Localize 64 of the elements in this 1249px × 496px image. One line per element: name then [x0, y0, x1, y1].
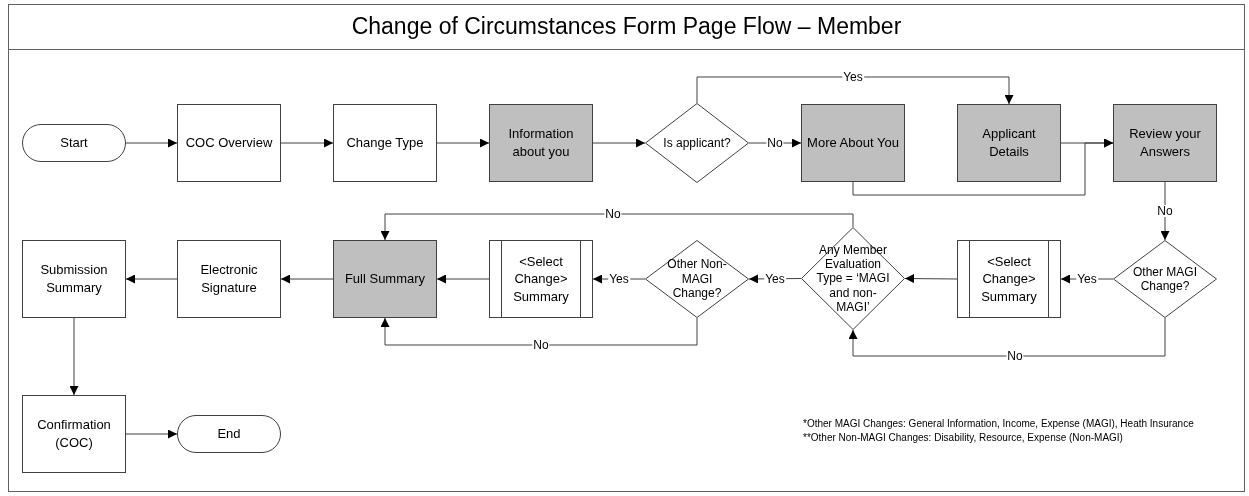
arrow — [1060, 138, 1114, 148]
process-box — [957, 104, 1061, 182]
arrow — [69, 317, 79, 396]
process-box — [22, 240, 126, 318]
subprocess-box — [489, 240, 593, 318]
arrow — [125, 138, 178, 148]
node-text: End — [216, 425, 242, 443]
node-text: Applicant Details — [981, 125, 1037, 161]
node-text: Other Non-MAGI Change? — [666, 257, 728, 301]
arrow — [280, 274, 334, 284]
edge-label: No — [1156, 205, 1174, 217]
arrow — [125, 429, 178, 439]
arrow — [380, 317, 698, 346]
node-text: Electronic Signature — [199, 261, 259, 297]
arrow — [1160, 181, 1170, 241]
subprocess-box — [957, 240, 1061, 318]
process-box — [333, 104, 437, 182]
process-box — [1113, 104, 1217, 182]
arrow — [592, 138, 646, 148]
decision-diamond — [801, 227, 905, 330]
node-text: Change Type — [345, 134, 425, 152]
arrow — [848, 317, 1166, 357]
arrow — [696, 76, 1014, 105]
terminal-shape — [177, 415, 281, 453]
arrow — [280, 138, 334, 148]
node-text: Any Member Evaluation Type = ‘MAGI and non-MAGI’ — [815, 242, 891, 315]
process-box — [333, 240, 437, 318]
decision-diamond — [1113, 240, 1217, 318]
arrow — [380, 213, 854, 241]
decision-diamond — [645, 103, 749, 183]
edge-label: Yes — [764, 273, 786, 285]
edge-label: Yes — [842, 71, 864, 83]
node-text: <Select Change> Summary — [980, 252, 1038, 306]
decision-diamond — [645, 240, 749, 318]
node-text: Information about you — [507, 125, 575, 161]
edge-label: No — [604, 208, 622, 220]
process-box — [801, 104, 905, 182]
arrow — [125, 274, 178, 284]
node-text: Review your Answers — [1128, 125, 1202, 161]
node-text: <Select Change> Summary — [512, 252, 570, 306]
process-box — [489, 104, 593, 182]
node-text: Start — [59, 134, 89, 152]
node-text: Full Summary — [343, 270, 427, 288]
edge-label: Yes — [608, 273, 630, 285]
process-box — [177, 240, 281, 318]
arrow — [436, 274, 490, 284]
process-box — [177, 104, 281, 182]
edge-label: No — [766, 137, 784, 149]
edge-label: Yes — [1076, 273, 1098, 285]
footnote: *Other MAGI Changes: General Information, Income, Expense (MAGI), Heath Insurance — [803, 417, 1194, 431]
node-text: COC Overview — [184, 134, 274, 152]
terminal-shape — [22, 124, 126, 162]
arrow — [436, 138, 490, 148]
node-text: Is applicant? — [662, 135, 732, 151]
edge-label: No — [1006, 350, 1024, 362]
process-box — [22, 395, 126, 473]
node-text: More About You — [806, 134, 900, 152]
footnote: **Other Non-MAGI Changes: Disability, Resource, Expense (Non-MAGI) — [803, 431, 1124, 445]
node-text: Confirmation (COC) — [36, 416, 112, 452]
diagram-title: Change of Circumstances Form Page Flow – Member — [351, 12, 902, 42]
arrow — [904, 274, 958, 284]
node-text: Submission Summary — [39, 261, 109, 297]
node-text: Other MAGI Change? — [1132, 264, 1198, 294]
edge-label: No — [532, 339, 550, 351]
